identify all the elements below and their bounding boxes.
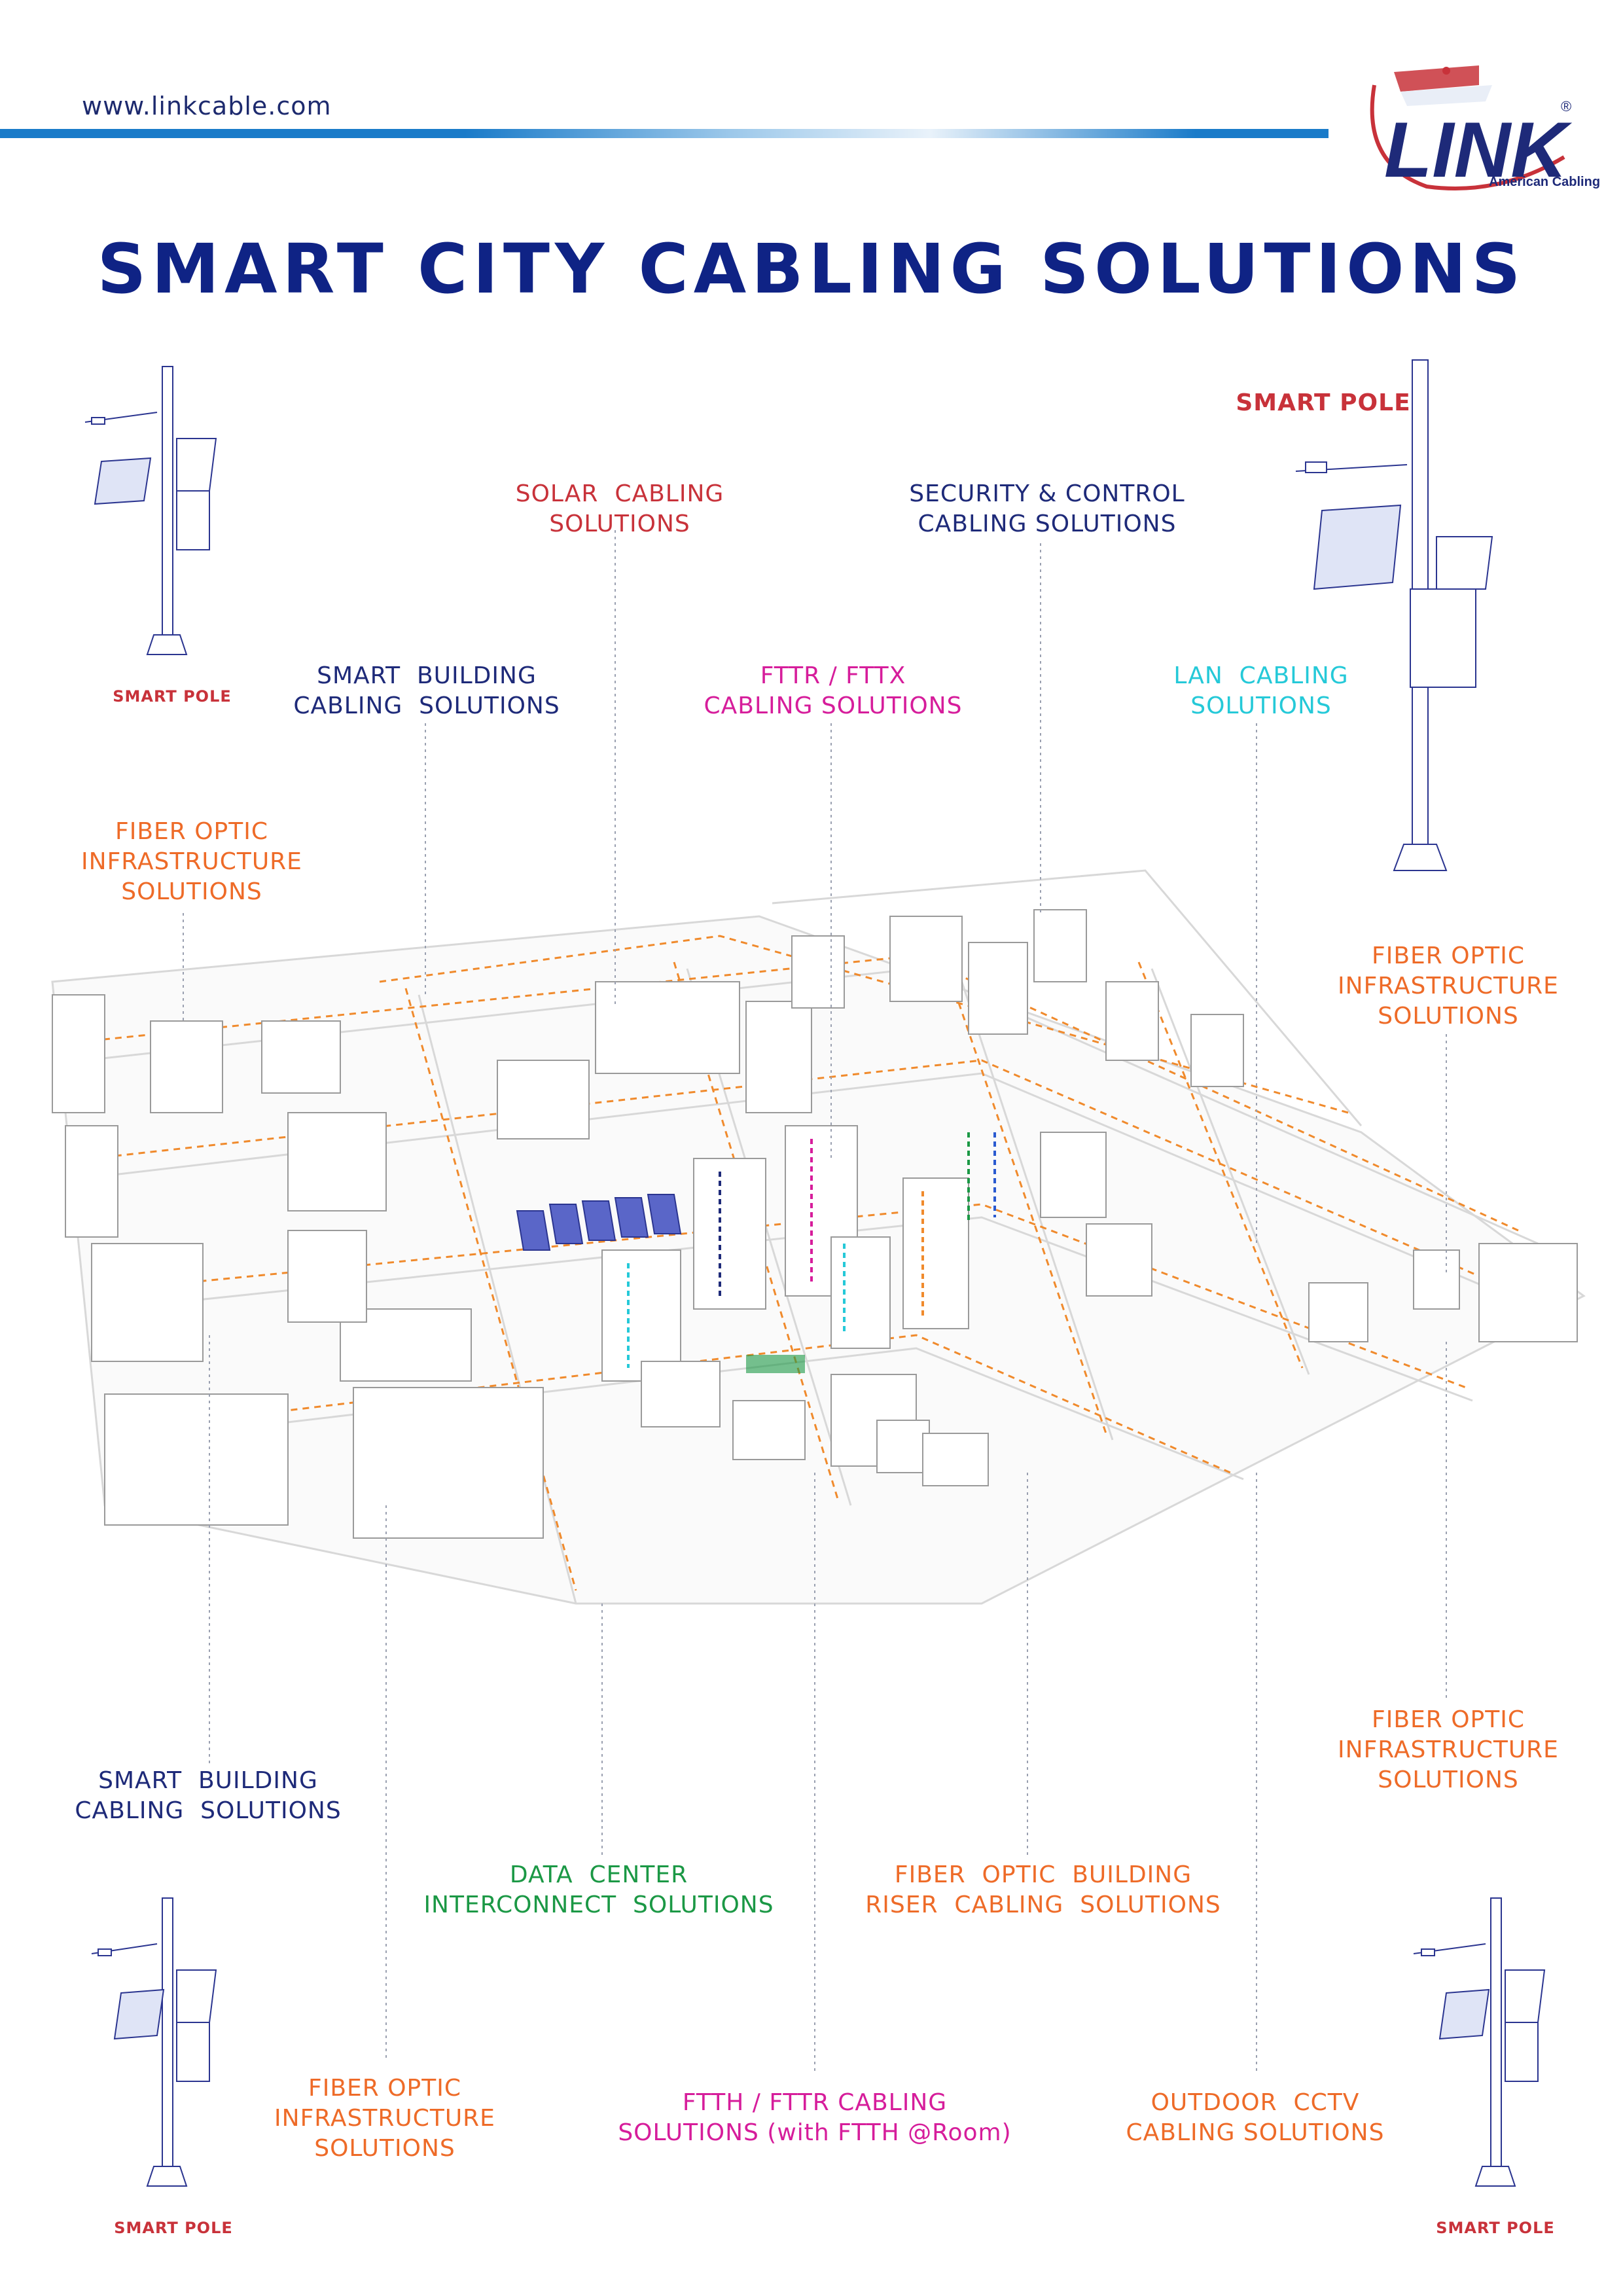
label-fiber-optic-top-left: FIBER OPTIC INFRASTRUCTURE SOLUTIONS (81, 818, 302, 905)
label-fiber-optic-bottom: FIBER OPTIC INFRASTRUCTURE SOLUTIONS (274, 2075, 495, 2162)
data-center-module (746, 1355, 805, 1373)
smart-pole-bottom-left (91, 1897, 217, 2187)
smart-pole-top-left (84, 366, 217, 655)
smart-pole-label: SMART POLE (113, 687, 232, 706)
label-solar-cabling: SOLAR CABLING SOLUTIONS (515, 480, 724, 537)
page-title: SMART CITY CABLING SOLUTIONS (97, 229, 1526, 309)
label-lan-cabling: LAN CABLING SOLUTIONS (1173, 662, 1349, 719)
smart-pole-bottom-right (1413, 1897, 1546, 2187)
label-security-control: SECURITY & CONTROL CABLING SOLUTIONS (909, 480, 1185, 537)
smart-pole-label: SMART POLE (1236, 389, 1411, 416)
logo-graphic: LINK ® American Cabling (1370, 65, 1600, 194)
smart-pole-label: SMART POLE (114, 2219, 233, 2237)
logo-tagline: American Cabling (1489, 175, 1600, 189)
smart-pole-label: SMART POLE (1436, 2219, 1555, 2237)
header-bar (0, 129, 1329, 138)
label-ftth-fttr: FTTH / FTTR CABLING SOLUTIONS (with FTTH… (618, 2089, 1012, 2146)
label-data-center: DATA CENTER INTERCONNECT SOLUTIONS (423, 1861, 774, 1918)
smart-pole-top-right (1295, 359, 1493, 871)
link-logo: LINK ® American Cabling (1348, 46, 1600, 203)
logo-wordmark: LINK (1384, 106, 1572, 194)
label-fiber-optic-right-low: FIBER OPTIC INFRASTRUCTURE SOLUTIONS (1338, 1706, 1559, 1793)
label-building-riser: FIBER OPTIC BUILDING RISER CABLING SOLUT… (865, 1861, 1221, 1918)
label-smart-building-bottom: SMART BUILDING CABLING SOLUTIONS (75, 1767, 342, 1824)
label-fttr-fttx: FTTR / FTTX CABLING SOLUTIONS (704, 662, 963, 719)
label-smart-building-top: SMART BUILDING CABLING SOLUTIONS (293, 662, 560, 719)
label-fiber-optic-right-mid: FIBER OPTIC INFRASTRUCTURE SOLUTIONS (1338, 942, 1559, 1030)
logo-registered-mark: ® (1561, 98, 1571, 115)
label-outdoor-cctv: OUTDOOR CCTV CABLING SOLUTIONS (1126, 2089, 1385, 2146)
website-url[interactable]: www.linkcable.com (82, 92, 332, 120)
